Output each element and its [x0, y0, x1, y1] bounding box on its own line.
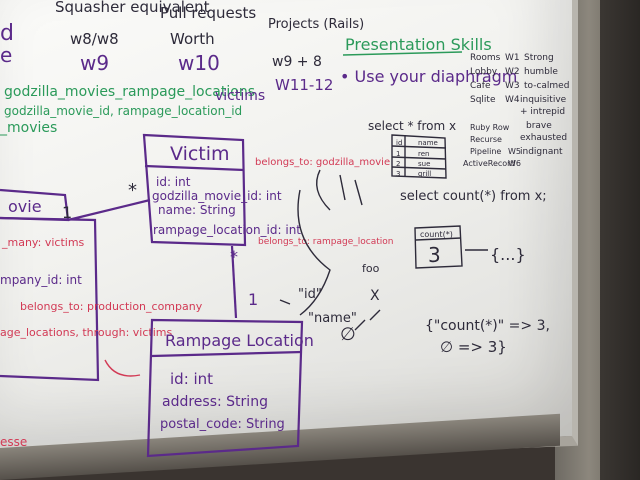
col1-big: w9 [80, 51, 109, 75]
hash-foo: foo [362, 262, 380, 275]
room-3: Sqlite [470, 95, 496, 105]
movie-table: ovie _many: victims mpany_id: int belong… [0, 180, 203, 449]
week-4: W5 [508, 147, 521, 156]
trait-7: indignant [520, 147, 563, 157]
victim-belongs2: belongs_to: rampage_location [258, 237, 393, 247]
presentation-title: Presentation Skills [345, 35, 492, 54]
trait-0: Strong [524, 53, 554, 63]
col2-big: w10 [178, 51, 220, 75]
scribble-arrows [279, 299, 381, 331]
count-result: {"count(*)" => 3, [425, 318, 550, 334]
mini-r1c1: ren [418, 150, 429, 158]
col1-title: Squasher equivalent [55, 0, 210, 16]
victim-field-1: godzilla_movie_id: int [152, 189, 282, 203]
mini-r1c0: 1 [396, 150, 400, 158]
room-0: Rooms [470, 53, 501, 63]
join-line2: godzilla_movie_id, rampage_location_id [4, 104, 242, 118]
mini-r3c0: 3 [396, 170, 400, 178]
col3-week: w9 + 8 [272, 54, 322, 70]
header-columns: Squasher equivalent w8/w8 w9 Pull reques… [55, 0, 364, 94]
movie-many: _many: victims [1, 236, 85, 249]
mini-r2c1: sue [418, 160, 430, 168]
victim-title: Victim [170, 143, 230, 165]
room-1: Lobby [470, 67, 498, 77]
star-marker: * [128, 180, 137, 201]
room2-2: Pipeline [470, 147, 501, 156]
victim-rampage-link [230, 245, 238, 319]
rampage-field-0: id: int [170, 370, 213, 388]
join-line1: godzilla_movies_rampage_locations [4, 84, 255, 100]
col3-big: W11-12 [275, 76, 333, 94]
trait-1: humble [524, 67, 558, 77]
brace-scribble [316, 169, 363, 211]
movie-victim-link [67, 198, 151, 222]
select-count: select count(*) from x; [400, 189, 547, 204]
rampage-table: Rampage Location id: int address: String… [146, 318, 314, 458]
week-0: W1 [505, 53, 520, 63]
room-2: Cafe [470, 81, 491, 91]
room2-1: Recurse [470, 135, 502, 144]
presentation-bullet: • Use your diaphragm [340, 67, 517, 86]
victim-field-0: id: int [156, 175, 191, 189]
victim-table: Victim id: int godzilla_movie_id: int na… [142, 133, 393, 247]
week-5: W6 [508, 159, 521, 168]
count-value: 3 [428, 243, 441, 267]
hash-id: "id" [298, 287, 322, 302]
movie-company: mpany_id: int [0, 273, 82, 287]
movie-title: ovie [8, 197, 42, 216]
week-3: W4 [505, 95, 520, 105]
movie-footer: esse [0, 435, 27, 449]
count-result-2: ∅ => 3} [440, 338, 507, 356]
col2-title: Pull requests [160, 4, 256, 22]
presentation-section: Presentation Skills • Use your diaphragm… [340, 35, 569, 168]
trait-4: + intrepid [520, 107, 565, 117]
trait-3: inquisitive [520, 95, 567, 105]
count-header: count(*) [420, 230, 453, 239]
mini-r0c0: id [396, 139, 402, 147]
brace-result: {...} [490, 245, 526, 264]
victims-note: victims [215, 88, 265, 104]
door-frame [600, 0, 640, 480]
col3-title: Projects (Rails) [268, 17, 364, 32]
arrow-curve [297, 189, 331, 316]
rampage-field-1: address: String [162, 394, 268, 410]
one-marker-2: 1 [248, 290, 258, 309]
join-line3: _movies [0, 120, 57, 136]
one-marker: 1 [62, 203, 72, 222]
rampage-title: Rampage Location [165, 331, 314, 350]
rampage-field-2: postal_code: String [160, 417, 285, 432]
movie-belongs: belongs_to: production_company [20, 300, 203, 313]
sql-notes: select * from x id name 1 ren 2 sue 3 gr… [279, 119, 550, 356]
col1-week: w8/w8 [70, 30, 119, 48]
trait-2: to-calmed [524, 81, 569, 91]
select-all: select * from x [368, 119, 456, 133]
room2-3: ActiveRecord [463, 159, 515, 168]
star-marker-2: * [230, 247, 238, 266]
mini-r0c1: name [418, 139, 438, 147]
week-1: W2 [505, 67, 520, 77]
hash-x: X [370, 288, 380, 304]
movie-rampage: age_locations, through: victims [0, 326, 172, 339]
mini-r2c0: 2 [396, 160, 400, 168]
mark-e: e [0, 43, 12, 67]
top-left-notes: d e godzilla_movies_rampage_locations go… [0, 21, 265, 136]
trait-6: exhausted [520, 133, 567, 143]
mini-r3c1: grill [418, 170, 431, 178]
victim-field-2: name: String [158, 203, 236, 217]
col2-week: Worth [170, 30, 215, 48]
victim-field-3: rampage_location_id: int [153, 223, 301, 237]
mark-d: d [0, 21, 14, 46]
victim-belongs1: belongs_to: godzilla_movie [255, 157, 390, 168]
trait-5: brave [526, 121, 552, 131]
hash-name: "name" [308, 311, 357, 326]
room2-0: Ruby Row [470, 123, 510, 132]
week-2: W3 [505, 81, 520, 91]
null-mark: ∅ [340, 324, 356, 345]
red-arrow [104, 359, 141, 377]
